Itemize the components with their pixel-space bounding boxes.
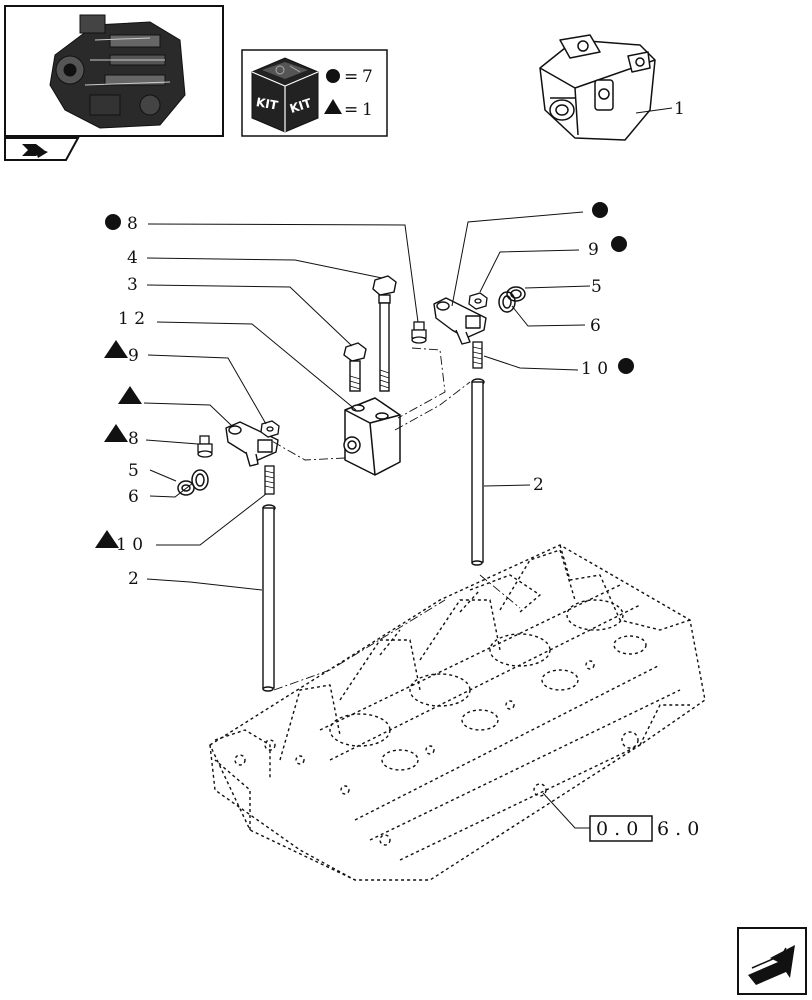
pushrod-left — [262, 504, 276, 692]
legend-triangle-value: 1 — [362, 100, 373, 120]
legend-circle-eq: = — [344, 67, 358, 87]
small-screw-right — [411, 321, 427, 344]
ring-right — [498, 291, 516, 313]
callout-adjuster-left: 1 0 — [116, 535, 143, 555]
next-page-arrow-icon[interactable] — [737, 927, 807, 995]
circle-marker-icon — [592, 202, 608, 218]
alignment-lines — [269, 347, 521, 691]
callout-screw: 3 — [127, 275, 138, 295]
callout-nut-9-left: 9 — [128, 346, 139, 366]
callout-washer-right: 5 — [591, 277, 602, 297]
reference-digits: 0 . 0 — [596, 818, 638, 840]
adjuster-left — [264, 465, 275, 495]
callout-adjuster-right: 1 0 — [581, 359, 608, 379]
circle-marker-icon — [611, 236, 627, 252]
kit-label-right: KIT — [288, 96, 314, 116]
circle-marker-icon — [326, 69, 340, 83]
callout-support-12: 1 2 — [118, 309, 145, 329]
callout-long-bolt: 4 — [127, 248, 138, 268]
screw — [343, 342, 367, 392]
callout-ring-left: 6 — [128, 487, 139, 507]
callout-nut-9-right: 9 — [588, 240, 599, 260]
rocker-assembly-drawing — [539, 34, 656, 141]
page-corner-icon[interactable] — [4, 137, 80, 161]
callout-washer-left: 5 — [128, 461, 139, 481]
triangle-marker-icon — [104, 424, 128, 442]
nut-left — [260, 420, 280, 438]
engine-thumbnail-icon[interactable] — [4, 5, 224, 137]
triangle-marker-icon — [95, 530, 119, 548]
adjuster-right — [472, 341, 483, 369]
triangle-marker-icon — [118, 386, 142, 404]
callout-screw-8-top: 8 — [127, 214, 138, 234]
nut-right — [468, 292, 488, 310]
kit-box-icon — [251, 57, 319, 133]
circle-marker-icon — [105, 214, 121, 230]
callout-screw-8-left: 8 — [128, 429, 139, 449]
cylinder-head-drawing — [209, 544, 706, 881]
small-screw-left — [197, 435, 213, 458]
reference-suffix: 6 . 0 — [657, 818, 699, 840]
long-bolt — [372, 275, 397, 392]
callout-pushrod-right: 2 — [533, 475, 544, 495]
legend-circle-value: 7 — [362, 67, 373, 87]
circle-marker-icon — [618, 358, 634, 374]
cross-reference[interactable]: 0 . 0 6 . 0 — [589, 815, 699, 842]
kit-legend: KIT KIT = 7 = 1 — [241, 49, 388, 137]
legend-triangle-eq: = — [344, 100, 358, 120]
triangle-marker-icon — [324, 99, 342, 114]
rocker-arm-left — [225, 421, 279, 467]
kit-label-left: KIT — [255, 95, 280, 113]
triangle-marker-icon — [104, 340, 128, 358]
pushrod-right — [471, 378, 485, 566]
callout-rocker-assembly: 1 — [674, 99, 685, 119]
callout-pushrod-left: 2 — [128, 569, 139, 589]
support-bracket — [343, 397, 401, 476]
callout-ring-right: 6 — [590, 316, 601, 336]
washer-left — [177, 480, 195, 496]
ring-left — [191, 469, 209, 491]
leader-lines — [143, 211, 591, 829]
